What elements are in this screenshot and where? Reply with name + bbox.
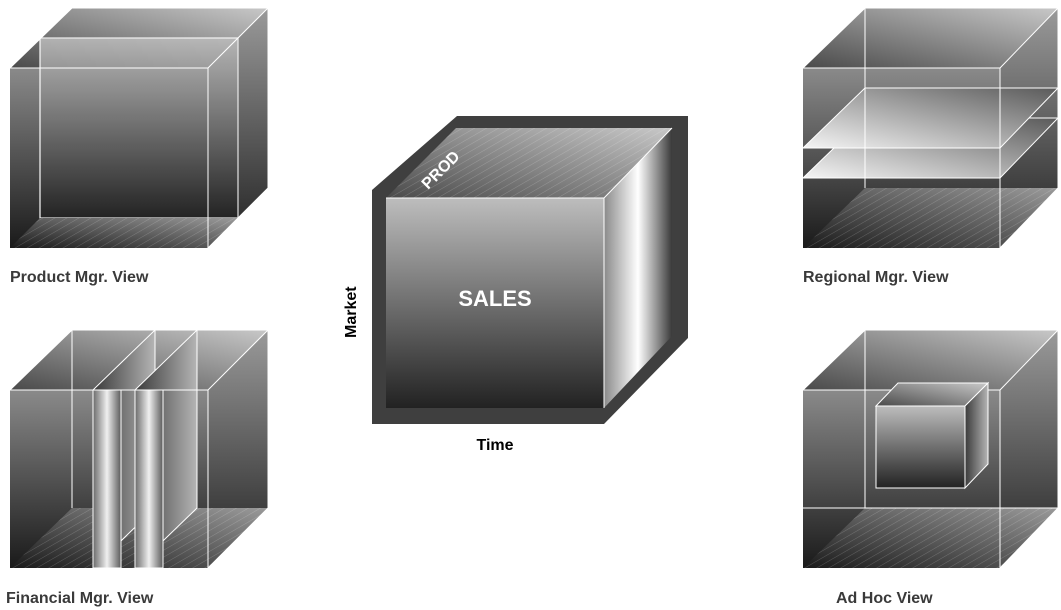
adhoc-cube-top	[803, 330, 1058, 390]
financial-mgr-view-label: Financial Mgr. View	[6, 590, 154, 607]
product-mgr-view-label: Product Mgr. View	[10, 269, 149, 286]
regional-mgr-cube	[801, 7, 1060, 249]
regional-mgr-view-label: Regional Mgr. View	[803, 269, 949, 286]
market-axis-label: Market	[343, 286, 360, 338]
financial-mgr-cube	[9, 328, 269, 570]
adhoc-view-label: Ad Hoc View	[836, 590, 933, 607]
financial-slice-2	[134, 389, 164, 569]
regional-cube-top	[803, 8, 1058, 68]
sales-cube-side	[604, 128, 672, 408]
sales-cube	[372, 116, 688, 424]
time-axis-label: Time	[476, 437, 513, 454]
adhoc-cube	[802, 329, 1059, 569]
sales-label: SALES	[458, 286, 531, 311]
adhoc-inner-front	[875, 405, 966, 489]
financial-slice-1	[92, 389, 122, 569]
sales-cube-front	[386, 198, 604, 408]
product-mgr-cube	[9, 7, 269, 249]
